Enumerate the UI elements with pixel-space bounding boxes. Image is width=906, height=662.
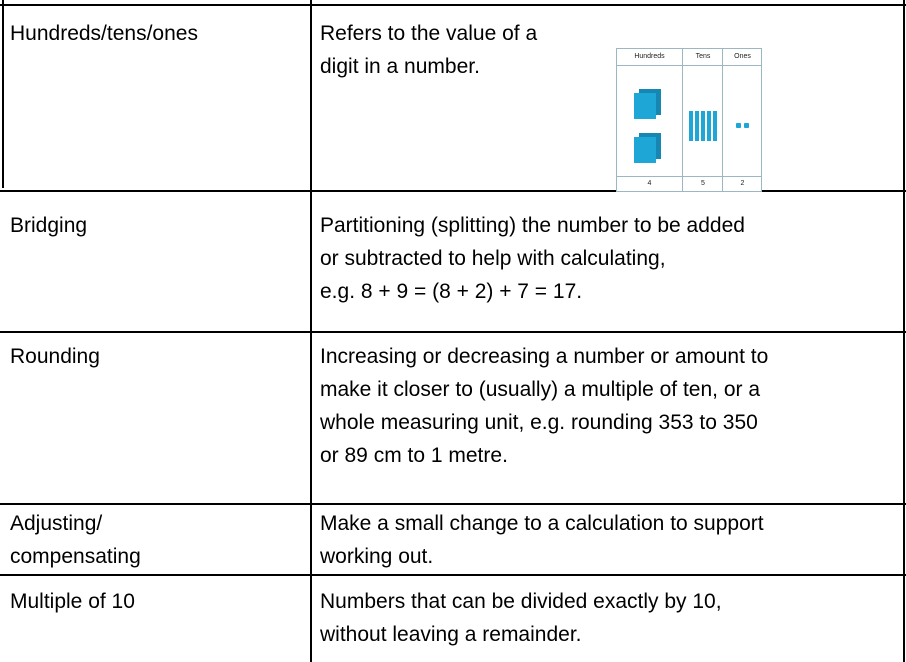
hundreds-column: Hundreds 4 (617, 49, 682, 191)
definition-cell: Make a small change to a calculation to … (320, 507, 900, 573)
table-row: Adjusting/ compensating Make a small cha… (0, 505, 906, 574)
one-cube (736, 123, 741, 128)
definition-cell: Numbers that can be divided exactly by 1… (320, 585, 900, 651)
definition-line: without leaving a remainder. (320, 623, 582, 646)
table-row: Bridging Partitioning (splitting) the nu… (0, 192, 906, 331)
definition-line: Partitioning (splitting) the number to b… (320, 214, 745, 237)
definition-line: digit in a number. (320, 55, 480, 78)
column-header: Ones (723, 49, 762, 66)
ten-rod (707, 111, 711, 141)
one-cube (744, 123, 749, 128)
term-cell: Hundreds/tens/ones (10, 22, 198, 45)
column-header: Hundreds (617, 49, 682, 66)
definition-line: working out. (320, 545, 434, 568)
definition-line: Numbers that can be divided exactly by 1… (320, 590, 722, 613)
table-row: Hundreds/tens/ones Refers to the value o… (0, 10, 906, 192)
definition-line: Make a small change to a calculation to … (320, 512, 764, 535)
term-cell: Adjusting/ compensating (10, 507, 141, 573)
tens-column: Tens 5 (682, 49, 723, 191)
table-rule (0, 4, 906, 6)
column-value: 2 (723, 176, 762, 191)
definition-line: Increasing or decreasing a number or amo… (320, 345, 769, 368)
table-rule (0, 190, 906, 192)
table-rule (0, 503, 906, 505)
ten-rod (701, 111, 705, 141)
definition-line: whole measuring unit, e.g. rounding 353 … (320, 411, 758, 434)
table-row: Rounding Increasing or decreasing a numb… (0, 333, 906, 503)
ten-rod (695, 111, 699, 141)
definition-line: or 89 cm to 1 metre. (320, 444, 508, 467)
term-cell: Bridging (10, 214, 88, 237)
definition-cell: Refers to the value of a digit in a numb… (320, 17, 600, 83)
definition-line: make it closer to (usually) a multiple o… (320, 378, 761, 401)
column-value: 5 (683, 176, 723, 191)
place-value-diagram: Hundreds 4 Tens 5 Ones 2 (616, 48, 762, 192)
definition-line: Refers to the value of a (320, 22, 538, 45)
column-value: 4 (617, 176, 682, 191)
column-header: Tens (683, 49, 723, 66)
ten-rod (713, 111, 717, 141)
definition-line: e.g. 8 + 9 = (8 + 2) + 7 = 17. (320, 280, 583, 303)
ten-rod (689, 111, 693, 141)
ones-column: Ones 2 (722, 49, 762, 191)
hundred-flat (634, 93, 656, 119)
table-row: Multiple of 10 Numbers that can be divid… (0, 576, 906, 662)
definition-cell: Increasing or decreasing a number or amo… (320, 340, 900, 472)
table-rule (0, 331, 906, 333)
definition-line: or subtracted to help with calculating, (320, 247, 666, 270)
table-border-left (2, 0, 4, 188)
table-rule (0, 574, 906, 576)
definition-cell: Partitioning (splitting) the number to b… (320, 209, 900, 308)
term-cell: Multiple of 10 (10, 590, 135, 613)
hundred-flat (634, 137, 656, 163)
term-line: Adjusting/ (10, 512, 103, 535)
term-cell: Rounding (10, 345, 100, 368)
term-line: compensating (10, 545, 141, 568)
